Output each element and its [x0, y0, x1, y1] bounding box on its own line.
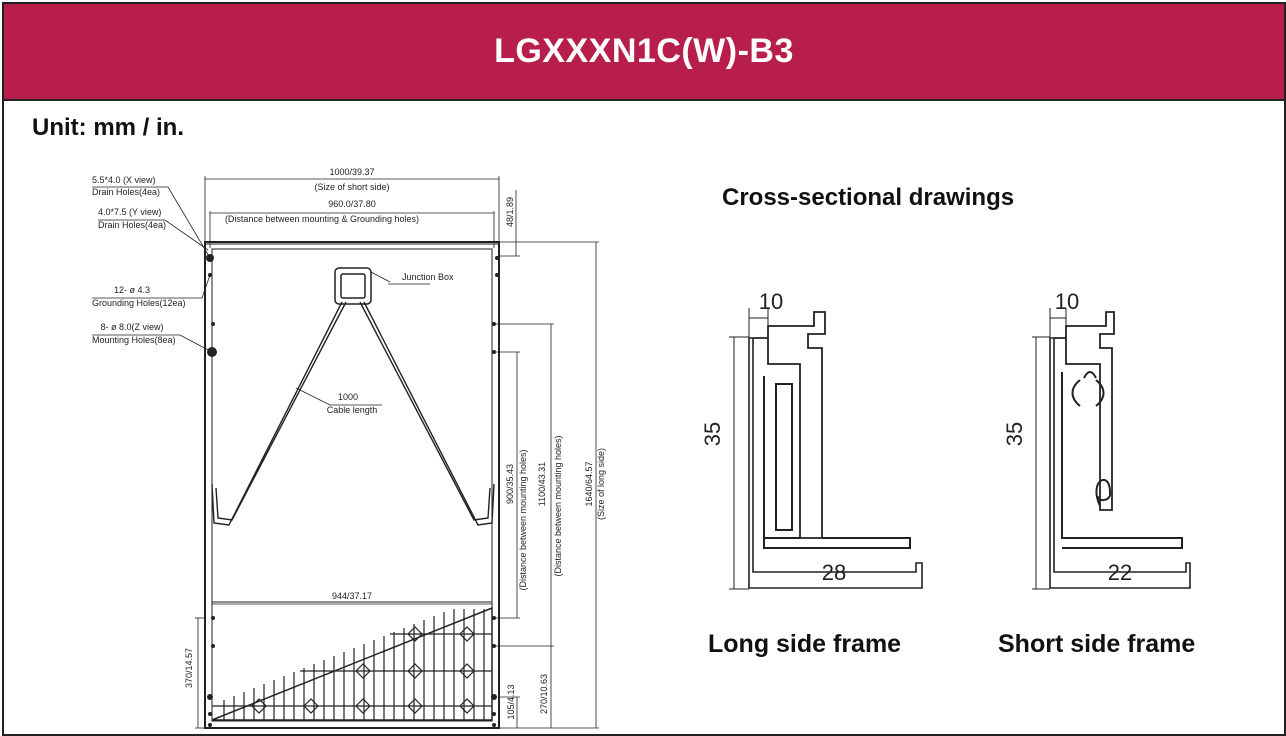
- short-frame-dims: 10 35 22: [1002, 289, 1132, 585]
- mounting-grounding-dim: 960.0/37.80: [328, 199, 376, 209]
- grounding-holes: 12- ø 4.3: [114, 285, 150, 295]
- drain-x-caption: Drain Holes(4ea): [92, 187, 160, 197]
- short-side-caption: (Size of short side): [314, 182, 389, 192]
- module-outline: [204, 241, 500, 729]
- long-side-caption: (Size of long side): [596, 448, 606, 520]
- drain-x: 5.5*4.0 (X view): [92, 175, 156, 185]
- dimension-lines: [92, 176, 599, 729]
- long-side-dim: 1640/64.57: [584, 461, 594, 506]
- header-title: LGXXXN1C(W)-B3: [494, 32, 794, 70]
- long-frame-height: 35: [700, 422, 725, 446]
- drain-y: 4.0*7.5 (Y view): [98, 207, 161, 217]
- cables: [211, 301, 495, 526]
- mount1100-dim: 1100/43.31: [537, 462, 547, 506]
- mounting-grounding-caption: (Distance between mounting & Grounding h…: [225, 214, 419, 224]
- inner-width-dim: 944/37.17: [332, 591, 372, 601]
- drain-y-caption: Drain Holes(4ea): [98, 220, 166, 230]
- mount900-dim: 900/35.43: [505, 464, 515, 504]
- short-frame-top: 10: [1055, 289, 1079, 314]
- bottom105-dim: 105/4.13: [506, 684, 516, 719]
- short-frame-label: Short side frame: [998, 630, 1196, 658]
- bottom270-dim: 270/10.63: [539, 674, 549, 714]
- long-frame-bottom: 28: [822, 560, 846, 585]
- cell-cutaway: [211, 606, 493, 721]
- mount900-caption: (Distance between mounting holes): [518, 449, 528, 590]
- short-frame-height: 35: [1002, 422, 1027, 446]
- long-frame-section: [729, 308, 923, 590]
- top-offset-dim: 48/1.89: [505, 197, 515, 227]
- mount1100-caption: (Distance between mounting holes): [553, 435, 563, 576]
- cable-length-caption: Cable length: [327, 405, 378, 415]
- mounting-holes-caption: Mounting Holes(8ea): [92, 335, 176, 345]
- grounding-holes-caption: Grounding Holes(12ea): [92, 298, 186, 308]
- short-frame-bottom: 22: [1108, 560, 1132, 585]
- short-frame-section: [1032, 308, 1191, 590]
- short-side-dim: 1000/39.37: [329, 167, 374, 177]
- unit-label: Unit: mm / in.: [32, 114, 184, 141]
- header-bar: LGXXXN1C(W)-B3: [4, 4, 1284, 101]
- frame-holes: [206, 254, 499, 727]
- cable-length-dim: 1000: [338, 392, 358, 402]
- junction-box: [334, 267, 372, 305]
- module-labels: 1000/39.37 (Size of short side) 960.0/37…: [92, 167, 606, 720]
- junction-box-label: Junction Box: [402, 272, 454, 282]
- long-frame-top: 10: [759, 289, 783, 314]
- mounting-holes: 8- ø 8.0(Z view): [100, 322, 163, 332]
- cross-section-title: Cross-sectional drawings: [722, 184, 1015, 211]
- long-frame-dims: 10 35 28: [700, 289, 846, 585]
- long-frame-label: Long side frame: [708, 630, 902, 658]
- bottom370-dim: 370/14.57: [184, 648, 194, 688]
